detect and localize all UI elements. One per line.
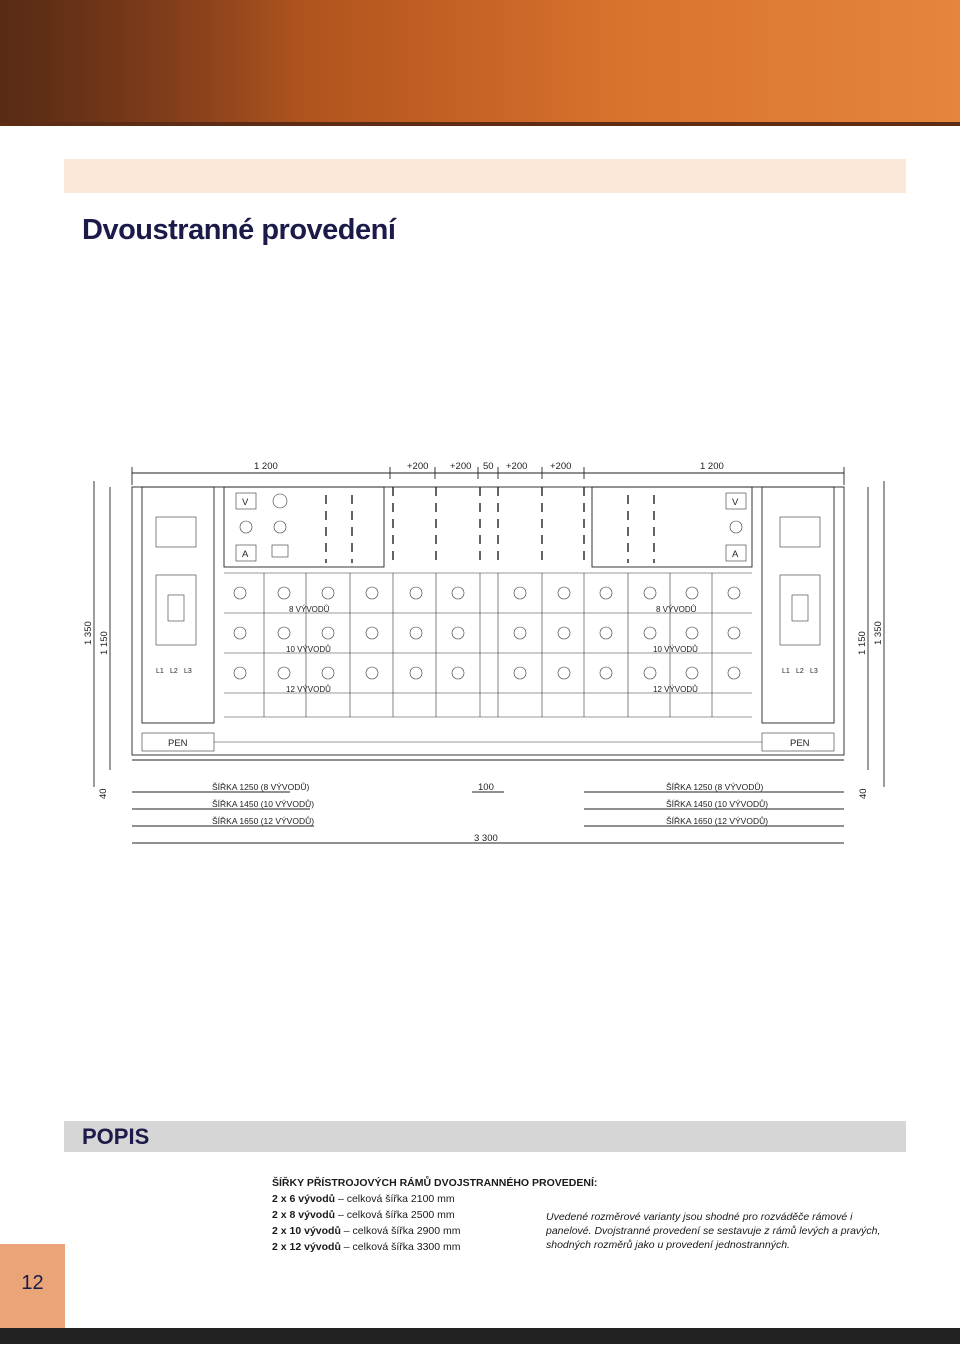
meter-v-right: V <box>732 497 739 508</box>
phase-l1-left: L1 <box>156 668 164 675</box>
width-left-1250: ŠÍŘKA 1250 (8 VÝVODŮ) <box>212 781 309 792</box>
top-dim-3: 50 <box>483 461 494 472</box>
frame-outline <box>131 486 845 756</box>
row-label-10-right: 10 VÝVODŮ <box>653 645 698 654</box>
page-number: 12 <box>21 1272 44 1294</box>
row-label-8-left: 8 VÝVODŮ <box>289 605 330 614</box>
bottom-small-left: 40 <box>98 788 109 799</box>
header-banner <box>0 0 960 126</box>
spec-row: 2 x 10 vývodů – celková šířka 2900 mm <box>272 1225 461 1237</box>
page-title: Dvoustranné provedení <box>82 214 396 246</box>
footer-rule <box>0 1328 960 1344</box>
spec-title: ŠÍŘKY PŘÍSTROJOVÝCH RÁMŮ DVOJSTRANNÉHO P… <box>272 1177 598 1189</box>
row-label-12-left: 12 VÝVODŮ <box>286 685 331 694</box>
phase-l2-left: L2 <box>170 668 178 675</box>
header-rule <box>0 122 960 126</box>
popis-bar <box>64 1121 906 1152</box>
phase-l2-right: L2 <box>796 668 804 675</box>
row-label-8-right: 8 VÝVODŮ <box>656 605 697 614</box>
title-band <box>64 159 906 193</box>
popis-heading: POPIS <box>82 1124 150 1149</box>
top-dim-0: 1 200 <box>254 461 278 472</box>
phase-l3-left: L3 <box>184 668 192 675</box>
pen-label-right: PEN <box>790 738 810 749</box>
right-dim-1: 1 350 <box>873 621 884 645</box>
right-incomer-panel <box>761 486 835 724</box>
left-incomer-panel <box>141 486 215 724</box>
header-photo <box>0 0 300 126</box>
top-dim-2: +200 <box>450 461 471 472</box>
width-right-1450: ŠÍŘKA 1450 (10 VÝVODŮ) <box>666 798 768 809</box>
top-dim-4: +200 <box>506 461 527 472</box>
top-dim-5: +200 <box>550 461 571 472</box>
note-text: Uvedené rozměrové varianty jsou shodné p… <box>546 1211 881 1251</box>
pen-label-left: PEN <box>168 738 188 749</box>
top-dim-6: 1 200 <box>700 461 724 472</box>
spec-list: ŠÍŘKY PŘÍSTROJOVÝCH RÁMŮ DVOJSTRANNÉHO P… <box>272 1175 597 1255</box>
width-left-1650: ŠÍŘKA 1650 (12 VÝVODŮ) <box>212 815 314 826</box>
row-label-12-right: 12 VÝVODŮ <box>653 685 698 694</box>
page-number-band <box>0 1244 65 1332</box>
width-left-1450: ŠÍŘKA 1450 (10 VÝVODŮ) <box>212 798 314 809</box>
left-meter-panel <box>223 486 385 568</box>
right-dim-0: 1 150 <box>857 631 868 655</box>
feeder-grid <box>224 572 752 718</box>
gap-dim: 100 <box>478 782 494 793</box>
spec-row: 2 x 12 vývodů – celková šířka 3300 mm <box>272 1241 461 1253</box>
left-dim-1: 1 150 <box>99 631 110 655</box>
row-label-10-left: 10 VÝVODŮ <box>286 645 331 654</box>
width-right-1650: ŠÍŘKA 1650 (12 VÝVODŮ) <box>666 815 768 826</box>
spec-row: 2 x 6 vývodů – celková šířka 2100 mm <box>272 1193 455 1205</box>
spec-row: 2 x 8 vývodů – celková šířka 2500 mm <box>272 1209 455 1221</box>
meter-v-left: V <box>242 497 249 508</box>
left-dim-0: 1 350 <box>83 621 94 645</box>
total-dim: 3 300 <box>474 833 498 844</box>
meter-a-left: A <box>242 549 249 560</box>
bottom-small-right: 40 <box>858 788 869 799</box>
top-dim-1: +200 <box>407 461 428 472</box>
switchboard-drawing: 1 200 +200 +200 50 +200 +200 1 200 1 350… <box>83 461 885 844</box>
right-meter-panel <box>591 486 753 568</box>
meter-a-right: A <box>732 549 739 560</box>
width-right-1250: ŠÍŘKA 1250 (8 VÝVODŮ) <box>666 781 763 792</box>
phase-l3-right: L3 <box>810 668 818 675</box>
phase-l1-right: L1 <box>782 668 790 675</box>
